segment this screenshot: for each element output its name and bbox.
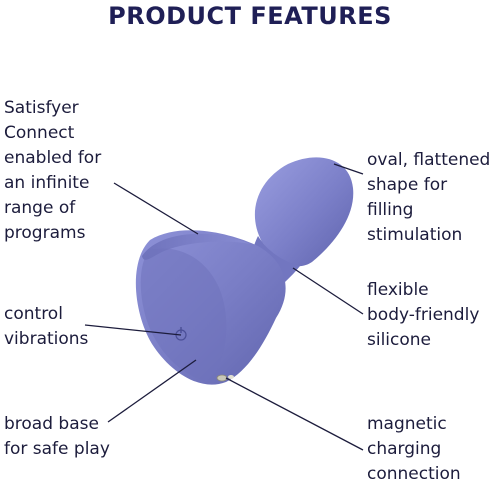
feature-label-base: broad base for safe play — [4, 414, 110, 459]
charging-contacts — [216, 374, 234, 382]
feature-label-connect: Satisfyer Connect enabled for an infinit… — [4, 98, 102, 243]
feature-label-flexible: flexible body-friendly silicone — [367, 280, 480, 350]
product-base-face — [140, 248, 227, 382]
leader-line-control — [84, 324, 182, 336]
feature-label-control: control vibrations — [4, 304, 89, 349]
leader-line-connect — [113, 182, 199, 235]
product-head — [254, 157, 354, 267]
feature-label-shape: oval, flattened shape for filling stimul… — [367, 150, 491, 245]
page-title: PRODUCT FEATURES — [108, 2, 392, 30]
leader-line-shape — [333, 163, 364, 175]
leader-line-magnetic — [225, 377, 364, 451]
leader-line-flexible — [292, 267, 364, 315]
feature-label-magnetic: magnetic charging connection — [367, 414, 461, 484]
product-base-rim — [142, 233, 250, 260]
leader-line-base — [107, 359, 197, 423]
